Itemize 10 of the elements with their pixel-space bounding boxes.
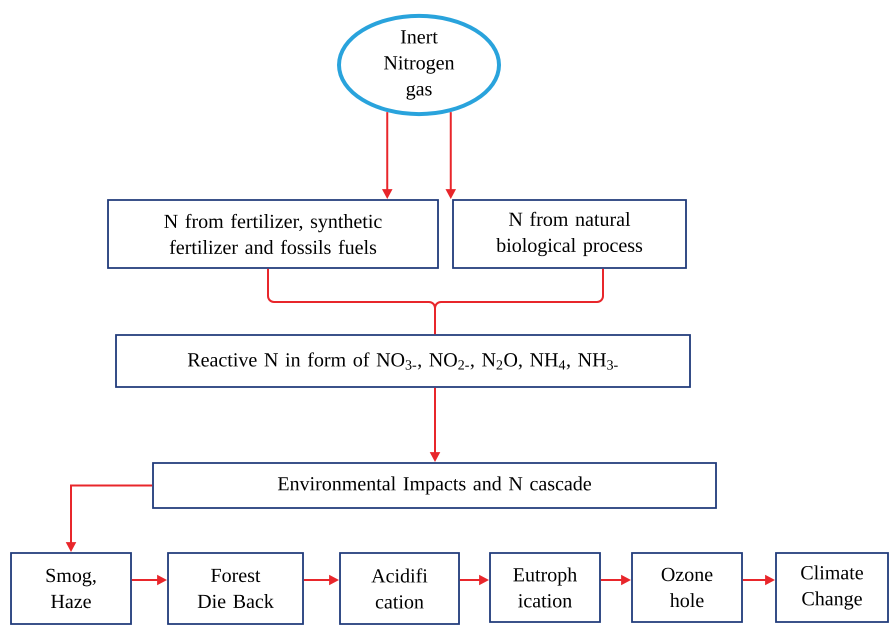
process-box: Climate Change [775, 552, 889, 623]
process-box: Ozone hole [631, 552, 743, 623]
process-box: N from fertilizer, synthetic fertilizer and fossils fuels [107, 199, 439, 269]
process-box: Reactive N in form of NO$_{3-}$, NO$_{2-}$, N$_{2}$O, NH$_{4}$, NH$_{3-}$ [115, 334, 691, 388]
process-box: Smog, Haze [10, 552, 132, 625]
process-box: Environmental Impacts and N cascade [152, 462, 717, 509]
process-box: Eutroph ication [489, 552, 601, 623]
process-box: Acidifi cation [339, 552, 460, 625]
process-box: Forest Die Back [167, 552, 304, 625]
process-box: N from natural biological process [452, 199, 687, 269]
